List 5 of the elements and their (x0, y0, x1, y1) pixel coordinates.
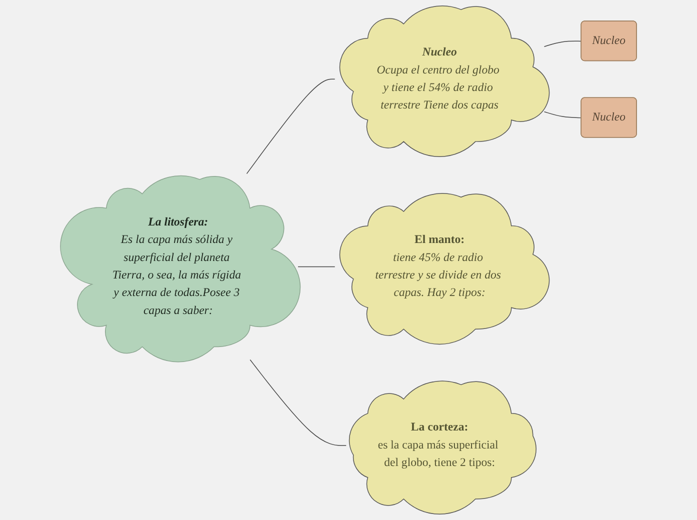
connector (298, 266, 336, 268)
connector (544, 111, 582, 118)
connector (250, 359, 347, 446)
connector (544, 40, 582, 47)
connector (246, 78, 336, 174)
